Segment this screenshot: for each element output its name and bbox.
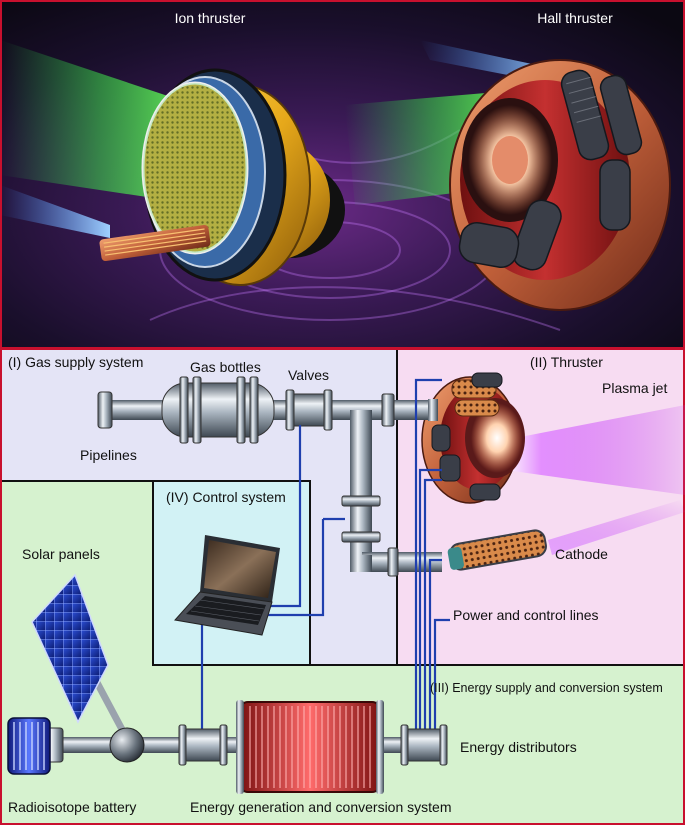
power-control-wires [200, 378, 450, 740]
hall-thruster-label: Hall thruster [537, 10, 613, 26]
radioisotope-battery-label: Radioisotope battery [8, 799, 136, 815]
energy-distributors-label: Energy distributors [460, 739, 577, 755]
radioisotope-battery-render [7, 717, 51, 775]
energy-generation-label: Energy generation and conversion system [190, 799, 451, 815]
gas-bottles-label: Gas bottles [190, 359, 261, 375]
gas-bottle-render [161, 376, 275, 444]
energy-region-title: (III) Energy supply and conversion syste… [430, 681, 663, 695]
valves-label: Valves [288, 367, 329, 383]
control-region-title: (IV) Control system [166, 489, 286, 505]
ion-blue-beam [0, 185, 110, 238]
plasma-jet-label: Plasma jet [602, 380, 667, 396]
gas-supply-region-title: (I) Gas supply system [8, 354, 143, 370]
energy-generator-render [236, 700, 384, 794]
cathode-label: Cathode [555, 546, 608, 562]
cathode-plume [548, 500, 685, 555]
cathode-render [447, 500, 685, 571]
pipelines-label: Pipelines [80, 447, 137, 463]
plasma-jet-beam [505, 405, 685, 495]
solar-panels-label: Solar panels [22, 546, 100, 562]
ion-thruster-label: Ion thruster [175, 10, 246, 26]
solar-panel-render [31, 573, 129, 737]
thruster-render-small [421, 372, 685, 504]
power-control-lines-label: Power and control lines [453, 607, 599, 623]
system-schematic: (I) Gas supply system (II) Thruster (IV)… [0, 348, 685, 825]
valve-render [285, 389, 333, 431]
top-render-panel: Ion thruster Hall thruster [0, 0, 685, 349]
ion-thruster-render [99, 68, 345, 286]
hall-thruster-render [449, 59, 671, 311]
thruster-region-title: (II) Thruster [530, 354, 603, 370]
laptop-render [174, 535, 280, 636]
